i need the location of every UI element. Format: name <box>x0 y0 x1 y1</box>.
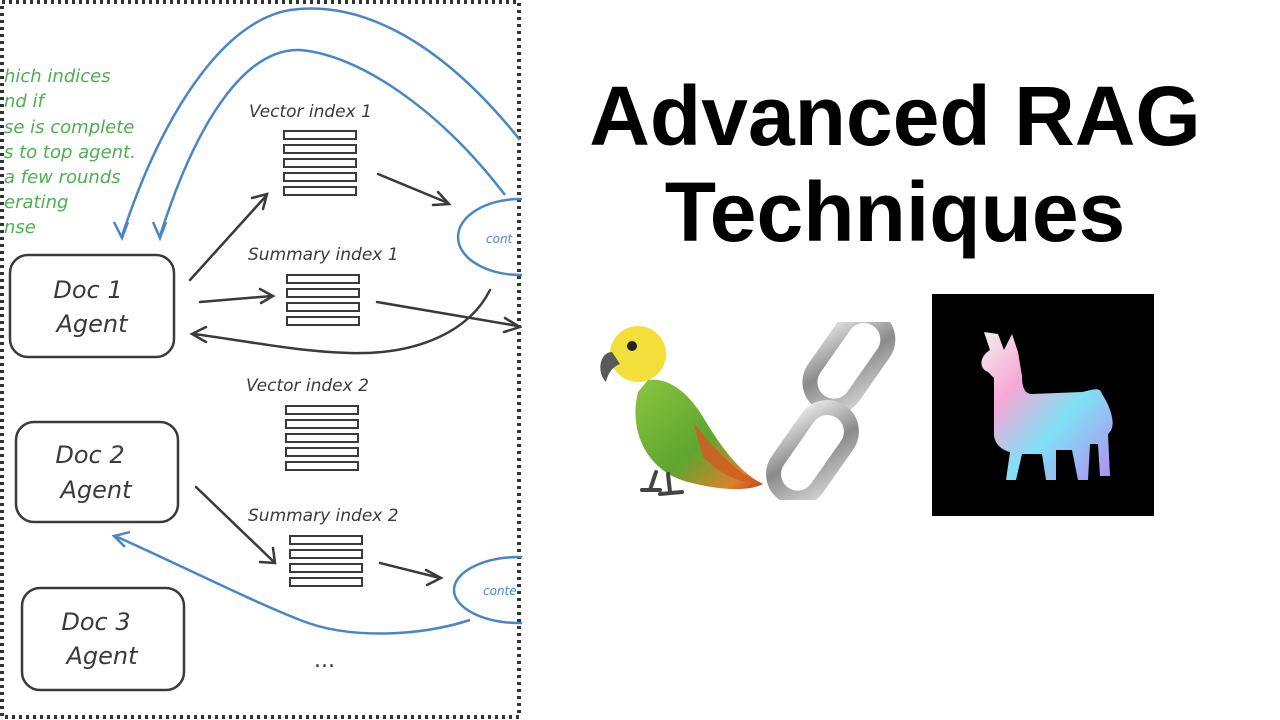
return-arrow <box>114 534 471 635</box>
arrow-head <box>250 192 269 211</box>
note-line: nse <box>4 217 36 238</box>
page-title-line-1: Advanced RAG <box>589 69 1201 163</box>
agent-label: Doc 2 <box>55 441 124 469</box>
index-label: Vector index 2 <box>246 376 369 396</box>
note-line: se is complete <box>4 117 134 138</box>
arrow <box>375 300 520 328</box>
note-line: a few rounds <box>4 167 121 188</box>
return-arrow <box>120 7 521 237</box>
parrot-emoji-icon <box>598 322 768 502</box>
arrow <box>376 172 450 205</box>
index-label: Summary index 2 <box>248 506 399 526</box>
arrow-head <box>111 530 131 548</box>
arrow-head <box>189 325 208 344</box>
agent-box <box>20 586 186 692</box>
arrow-head <box>258 287 276 305</box>
arrow-head <box>151 221 168 242</box>
green-note: hich indices nd if se is complete s to t… <box>4 66 136 238</box>
note-line: nd if <box>4 91 47 112</box>
arrow <box>188 194 268 282</box>
dark-arrows <box>188 172 522 587</box>
context-label: conte <box>483 584 517 598</box>
arrow <box>194 485 276 564</box>
index-stack <box>285 405 359 471</box>
blue-arrow-bottom <box>111 530 471 635</box>
arrow-head <box>424 568 444 587</box>
agent-box <box>8 253 176 359</box>
agent-label: Agent <box>64 642 139 670</box>
agent-label: Agent <box>54 310 129 338</box>
architecture-diagram: hich indices nd if se is complete s to t… <box>0 0 522 719</box>
return-arrow <box>192 288 492 355</box>
agent-label: Doc 1 <box>53 276 122 304</box>
link-chain-icon <box>762 308 914 506</box>
note-line: erating <box>4 192 68 213</box>
agent-label: Doc 3 <box>61 608 130 636</box>
arrow <box>198 294 274 304</box>
arrow-head <box>502 316 522 334</box>
context-ellipse <box>456 197 522 277</box>
arrow-head <box>431 190 452 207</box>
diagram-panel: hich indices nd if se is complete s to t… <box>0 0 522 720</box>
note-line: s to top agent. <box>4 142 136 163</box>
arrow <box>378 561 442 580</box>
agent-box <box>14 420 180 524</box>
note-line: hich indices <box>4 66 111 87</box>
index-stack <box>289 535 363 587</box>
index-label: Vector index 1 <box>249 102 372 122</box>
arrow-head <box>258 546 277 565</box>
context-ellipse <box>452 555 522 625</box>
return-arrow <box>158 48 506 237</box>
arrow-head <box>112 221 130 242</box>
agent-label: Agent <box>58 476 133 504</box>
index-label: Summary index 1 <box>248 245 399 265</box>
ellipsis: ... <box>314 648 335 673</box>
index-stack <box>283 130 357 196</box>
index-stack <box>286 274 360 326</box>
context-label: cont <box>486 232 514 246</box>
blue-arrows-top <box>112 7 521 242</box>
llama-logo-icon <box>932 294 1154 516</box>
page-title-line-2: Techniques <box>664 165 1126 259</box>
